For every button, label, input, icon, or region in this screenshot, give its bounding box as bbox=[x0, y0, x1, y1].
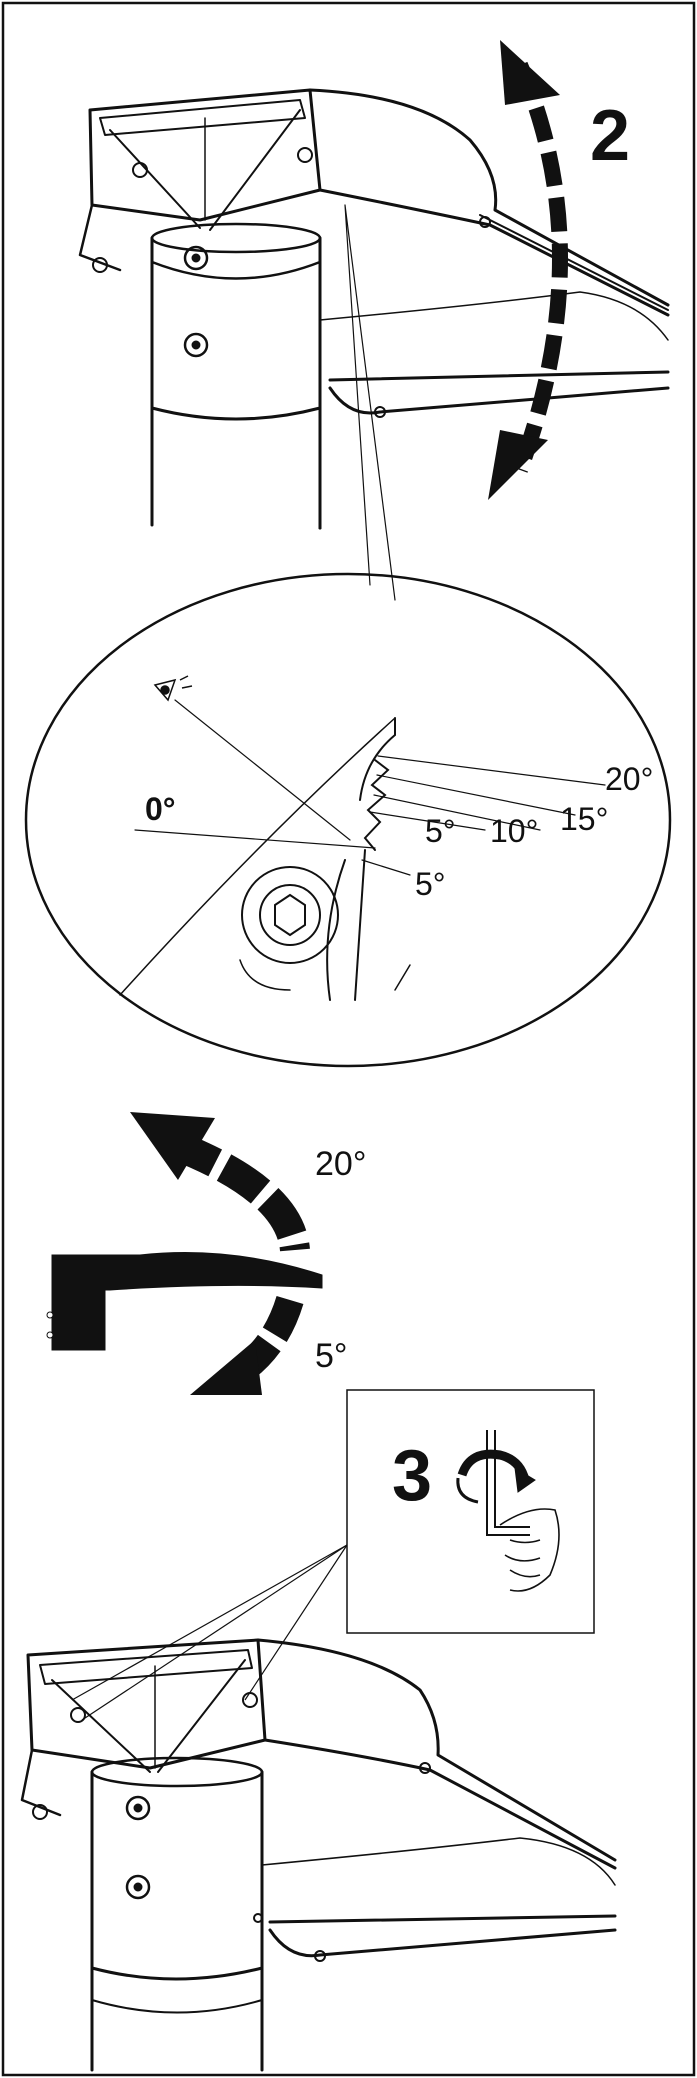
detail-magnifier bbox=[24, 572, 672, 1068]
hand-icon bbox=[499, 1508, 560, 1592]
step-2-number: 2 bbox=[590, 96, 630, 176]
zero-degree-label: 0° bbox=[145, 791, 176, 827]
step-3-inset-frame bbox=[346, 1389, 595, 1634]
tick-label-10: 10° bbox=[490, 813, 538, 849]
upper-angle-label: 20° bbox=[315, 1145, 366, 1183]
step-3-number: 3 bbox=[392, 1436, 432, 1516]
rotate-arrow-icon bbox=[456, 1449, 536, 1504]
detail-ratchet bbox=[119, 699, 606, 1001]
tick-label-15: 15° bbox=[560, 801, 608, 837]
luminaire-side-profile bbox=[46, 1252, 323, 1351]
eye-view-icon bbox=[153, 675, 193, 702]
tick-label-5-lower: 5° bbox=[415, 866, 446, 902]
luminaire-head-top bbox=[78, 88, 670, 601]
allen-key-icon bbox=[486, 1430, 530, 1536]
tick-label-20: 20° bbox=[605, 761, 653, 797]
inset-leader-lines bbox=[71, 1544, 348, 1721]
tilt-arrow-icon bbox=[488, 40, 568, 500]
luminaire-head-bottom bbox=[20, 1638, 617, 2072]
tilt-range-arrow-icon bbox=[130, 1112, 310, 1395]
lower-angle-label: 5° bbox=[315, 1337, 348, 1375]
tick-label-5-upper: 5° bbox=[425, 813, 456, 849]
